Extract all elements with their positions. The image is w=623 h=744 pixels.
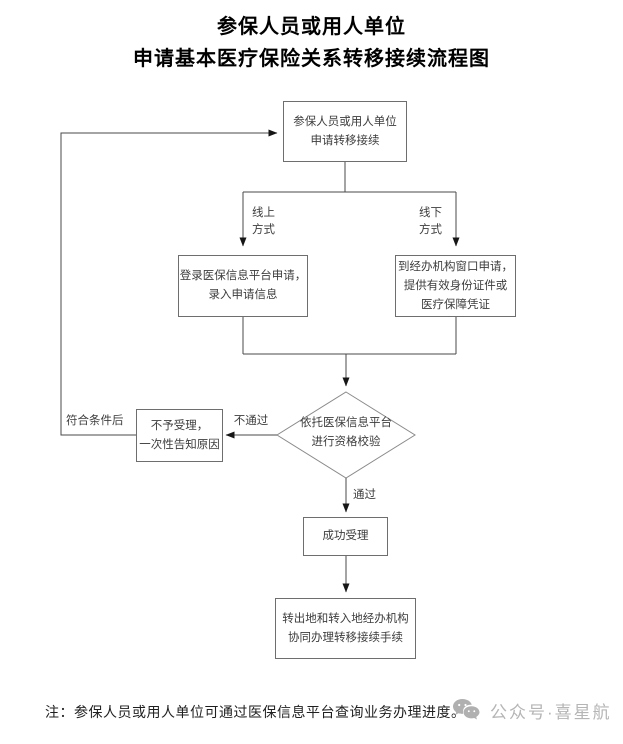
edge-label-offline-method: 线下 方式	[419, 205, 442, 239]
node-offline-line-2: 提供有效身份证件或	[403, 279, 508, 292]
node-accept: 成功受理	[303, 517, 388, 556]
edge-label-offline-line-1: 线下	[419, 207, 442, 219]
node-check-text: 依托医保信息平台 进行资格校验	[286, 414, 406, 452]
watermark-text: 公众号·喜星航	[490, 703, 612, 722]
node-online-apply: 登录医保信息平台申请， 录入申请信息	[178, 255, 308, 317]
node-final-line-2: 协同办理转移接续手续	[288, 631, 403, 644]
edge-label-online-line-1: 线上	[252, 207, 275, 219]
wechat-icon	[452, 698, 482, 723]
page-title-line-2: 申请基本医疗保险关系转移接续流程图	[133, 48, 490, 70]
edge-label-fail: 不通过	[233, 415, 269, 427]
node-offline-apply: 到经办机构窗口申请， 提供有效身份证件或 医疗保障凭证	[395, 255, 516, 317]
watermark: 公众号·喜星航	[452, 698, 612, 723]
node-final-line-1: 转出地和转入地经办机构	[282, 612, 409, 625]
node-reject-line-1: 不予受理，	[150, 419, 209, 432]
node-reject-line-2: 一次性告知原因	[139, 438, 220, 451]
footer-note: 注：参保人员或用人单位可通过医保信息平台查询业务办理进度。	[45, 706, 466, 721]
node-online-line-2: 录入申请信息	[208, 289, 278, 301]
node-accept-line-1: 成功受理	[322, 530, 369, 542]
edge-label-online-line-2: 方式	[252, 224, 275, 236]
node-check-line-1: 依托医保信息平台	[300, 417, 392, 429]
node-offline-line-1: 到经办机构窗口申请，	[398, 260, 513, 273]
edge-label-online-method: 线上 方式	[252, 205, 275, 239]
node-apply: 参保人员或用人单位 申请转移接续	[283, 101, 407, 162]
page-title-line-1: 参保人员或用人单位	[217, 16, 406, 38]
node-reject: 不予受理， 一次性告知原因	[136, 409, 223, 462]
node-online-line-1: 登录医保信息平台申请，	[179, 270, 307, 282]
connector-reject-feedback-to-apply	[60, 129, 278, 436]
node-check-line-2: 进行资格校验	[311, 436, 381, 448]
edge-label-requalify: 符合条件后	[66, 415, 124, 427]
node-final: 转出地和转入地经办机构 协同办理转移接续手续	[275, 598, 416, 659]
node-apply-line-1: 参保人员或用人单位	[293, 115, 397, 128]
edge-label-pass: 通过	[353, 489, 376, 501]
node-offline-line-3: 医疗保障凭证	[421, 298, 490, 311]
edge-label-offline-line-2: 方式	[419, 224, 442, 236]
node-apply-line-2: 申请转移接续	[310, 134, 380, 147]
